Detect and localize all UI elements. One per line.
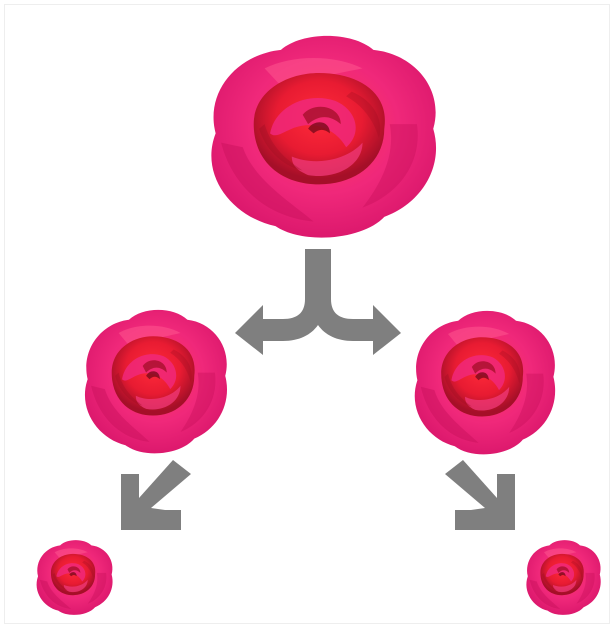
rose-icon (183, 22, 455, 254)
rose-icon (397, 301, 567, 466)
arrow-down-right-icon (445, 460, 521, 530)
rose-icon (67, 300, 239, 465)
rose-icon (517, 535, 607, 621)
diagram-frame (5, 5, 609, 623)
split-arrow-icon (235, 249, 401, 355)
rose-icon (27, 535, 119, 621)
arrow-down-left-icon (115, 460, 191, 530)
